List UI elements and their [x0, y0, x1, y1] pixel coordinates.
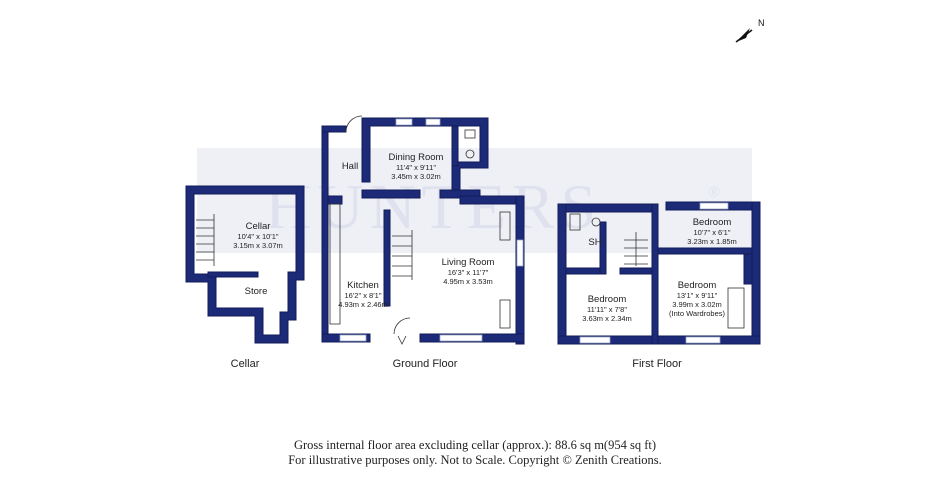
dining-room-metric: 3.45m x 3.02m [391, 172, 441, 181]
footer-area-text: Gross internal floor area excluding cell… [294, 438, 656, 452]
bedroom-small-name: Bedroom [693, 217, 732, 228]
dining-room-name: Dining Room [389, 152, 444, 163]
dining-room-imperial: 11'4" x 9'11" [396, 163, 436, 172]
bedroom-right-metric: 3.99m x 3.02m [672, 300, 722, 309]
first-floor-stairs [624, 232, 648, 266]
bedroom-small-imperial: 10'7" x 6'1" [694, 228, 731, 237]
ground-floor-plan [321, 115, 525, 345]
cellar-stairs [196, 214, 215, 266]
kitchen-room-metric: 4.93m x 2.46m [338, 300, 388, 309]
bedroom-right-imperial: 13'1" x 9'11" [677, 291, 718, 300]
living-room-metric: 4.95m x 3.53m [443, 277, 493, 286]
kitchen-room-name: Kitchen [347, 280, 379, 291]
kitchen-room-imperial: 16'2" x 8'1" [345, 291, 382, 300]
floor-label-cellar: Cellar [231, 358, 260, 370]
entrance-arrow-icon [397, 335, 407, 345]
bedroom-small-metric: 3.23m x 1.85m [687, 237, 737, 246]
bedroom-right-note: (Into Wardrobes) [669, 309, 725, 318]
watermark-brand: HUNTERS [265, 171, 602, 242]
cellar-plan: Cellar 10'4" x 10'1" 3.15m x 3.07m Store [185, 185, 305, 344]
north-label: N [758, 18, 765, 28]
hall-room-name: Hall [342, 161, 358, 172]
bedroom-right-name: Bedroom [678, 280, 717, 291]
store-room-name: Store [245, 286, 268, 297]
bedroom-left-imperial: 11'11" x 7'8" [587, 305, 627, 314]
floor-label-first: First Floor [632, 358, 682, 370]
first-floor-plan [557, 201, 761, 345]
bedroom-left-name: Bedroom [588, 294, 627, 305]
living-room-imperial: 16'3" x 11'7" [448, 268, 489, 277]
cellar-room-imperial: 10'4" x 10'1" [237, 232, 278, 241]
north-arrow-icon: N [735, 18, 765, 43]
living-room-name: Living Room [442, 257, 495, 268]
footer-copyright-text: For illustrative purposes only. Not to S… [288, 453, 662, 467]
kitchen-stairs [392, 230, 413, 280]
watermark-registered-mark: ® [708, 184, 720, 201]
shower-label: SH [588, 237, 601, 248]
cellar-room-metric: 3.15m x 3.07m [233, 241, 283, 250]
floor-label-ground: Ground Floor [393, 358, 458, 370]
cellar-room-name: Cellar [246, 221, 271, 232]
bedroom-left-metric: 3.63m x 2.34m [582, 314, 632, 323]
